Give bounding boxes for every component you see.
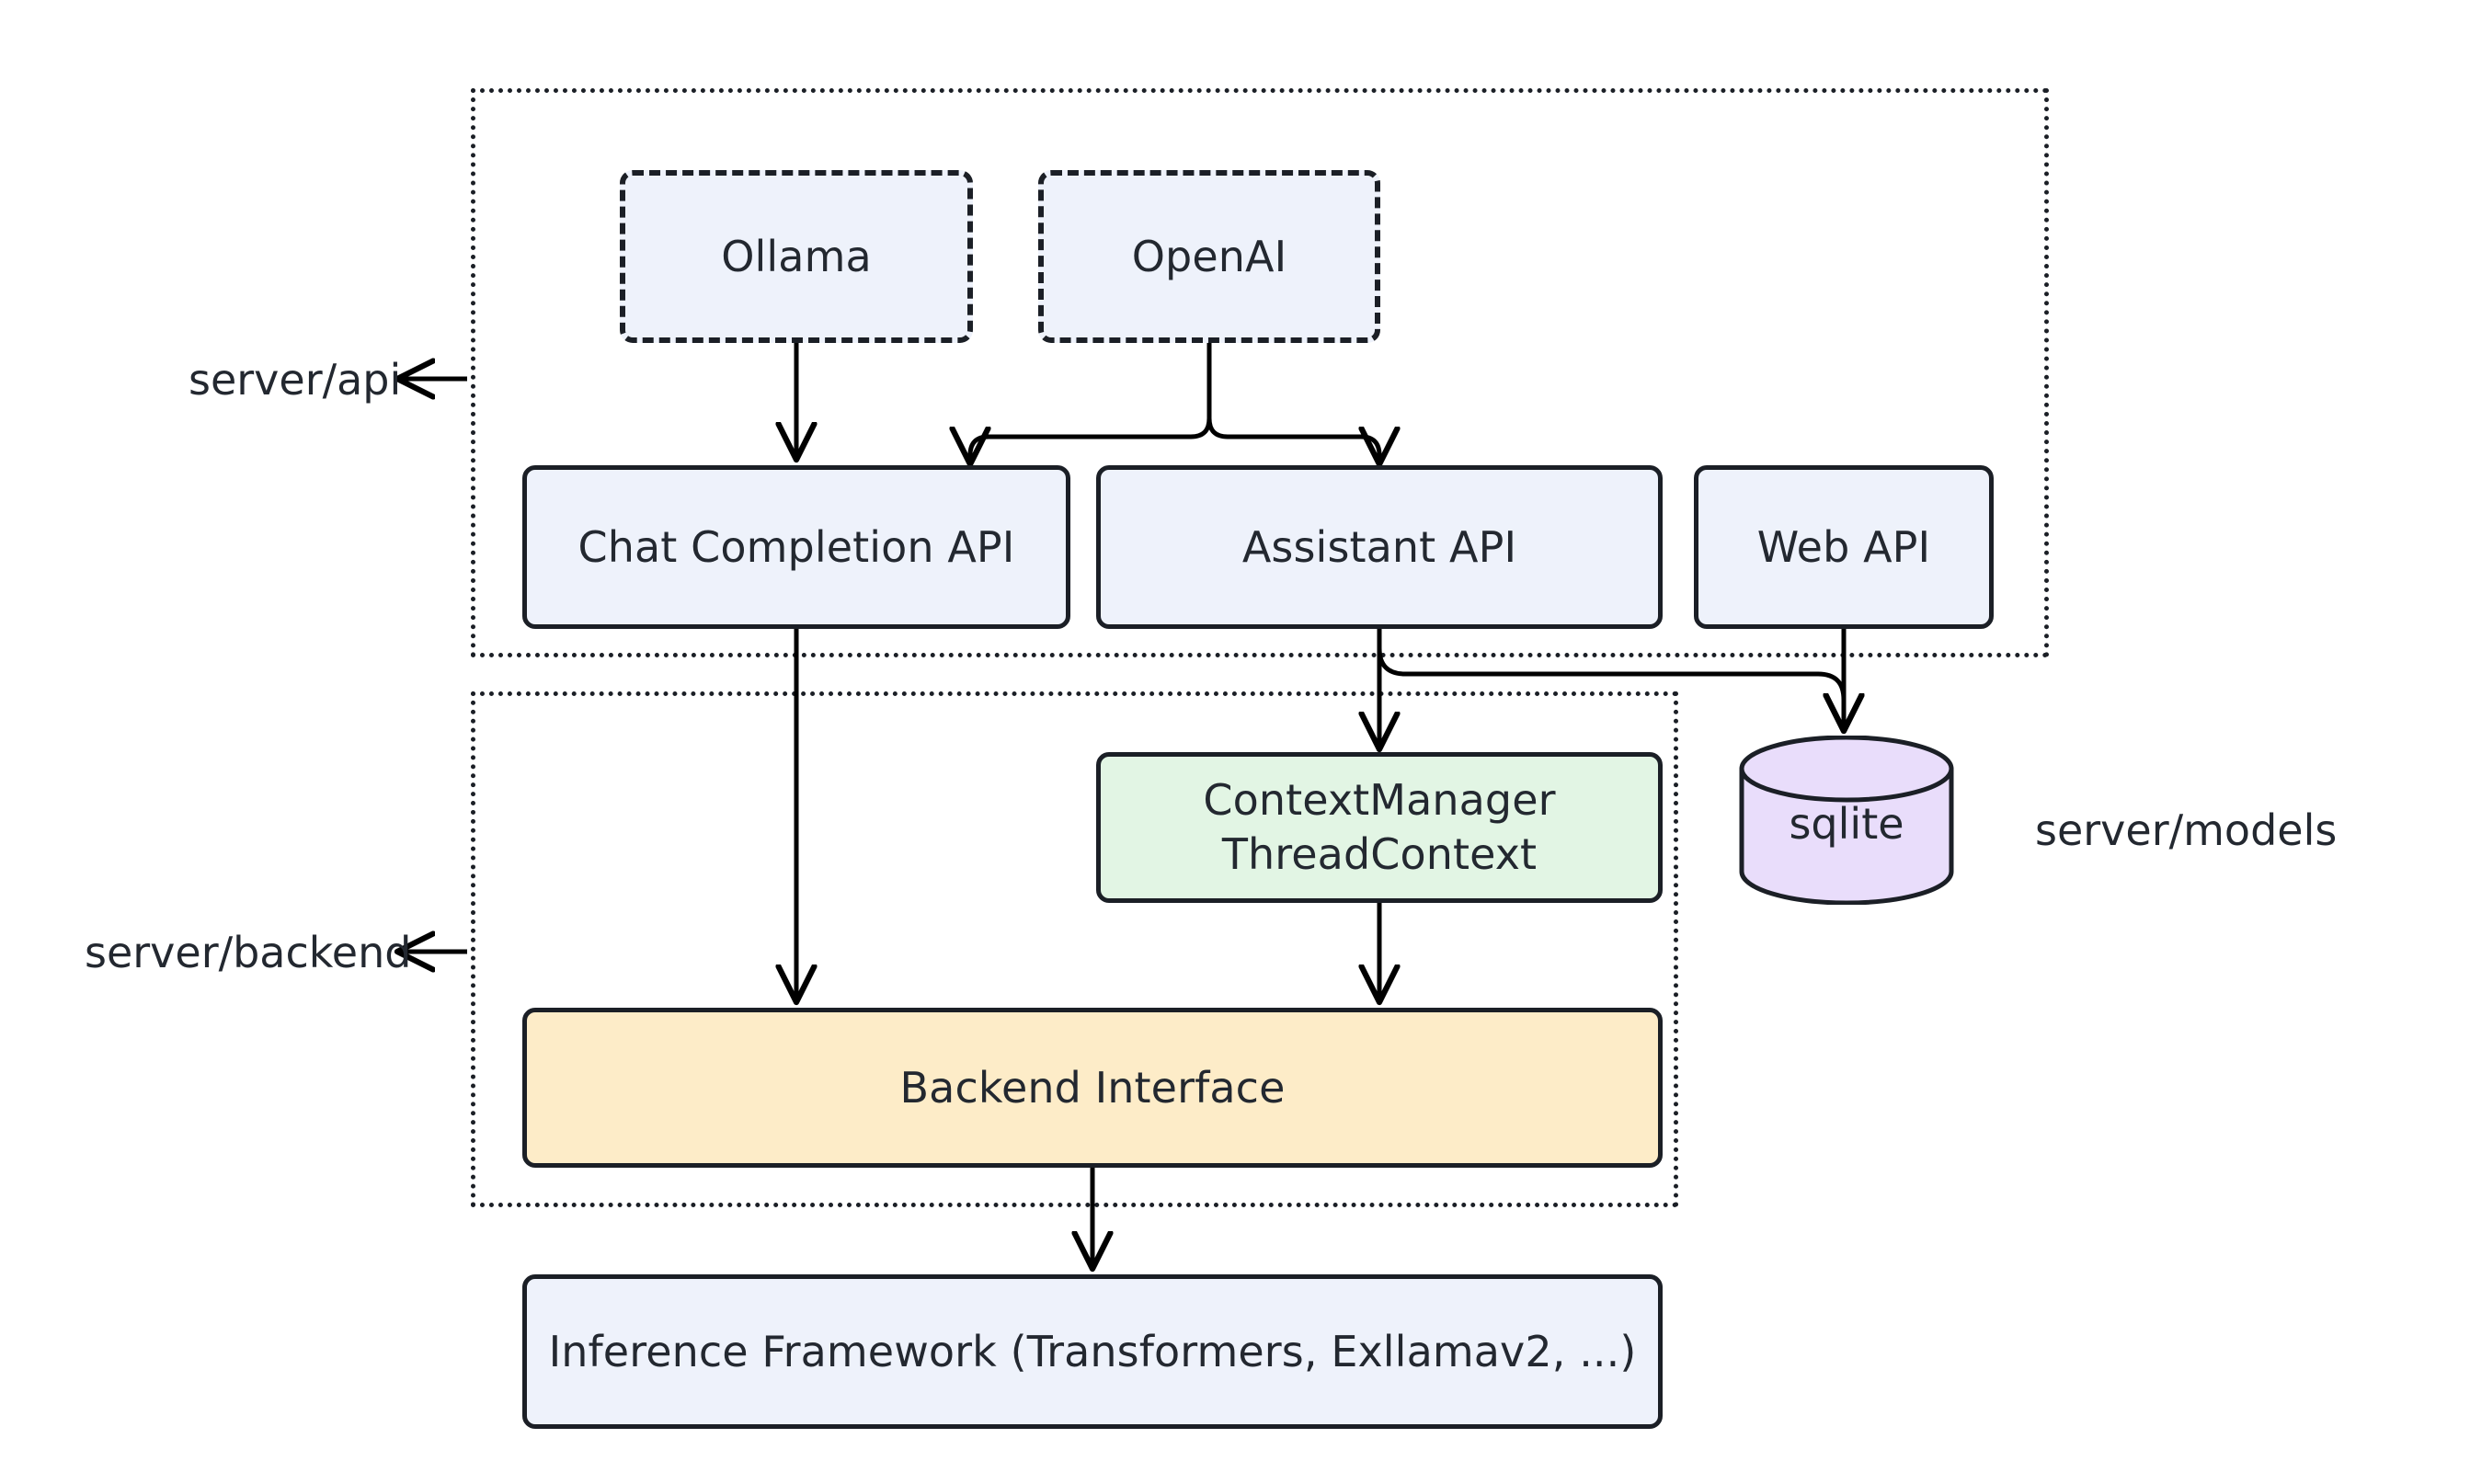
group-server-backend <box>471 691 1678 1207</box>
annotation-server-backend: server/backend <box>85 931 411 974</box>
node-backend-interface-label: Backend Interface <box>899 1062 1286 1113</box>
node-assistant-api[interactable]: Assistant API <box>1096 465 1663 629</box>
node-web-api[interactable]: Web API <box>1694 465 1994 629</box>
node-chat-completion-api-label: Chat Completion API <box>577 521 1015 572</box>
sqlite-cylinder-icon <box>1739 735 1954 906</box>
node-openai-label: OpenAI <box>1131 231 1287 281</box>
node-context-manager[interactable]: ContextManager ThreadContext <box>1096 752 1663 903</box>
node-inference-framework-label: Inference Framework (Transformers, Exlla… <box>548 1326 1637 1376</box>
annotation-server-models-text: server/models <box>2035 805 2338 855</box>
node-openai[interactable]: OpenAI <box>1038 170 1380 343</box>
group-server-api <box>471 88 2049 657</box>
node-ollama-label: Ollama <box>721 231 872 281</box>
node-assistant-api-label: Assistant API <box>1241 521 1517 572</box>
node-ollama[interactable]: Ollama <box>620 170 973 343</box>
annotation-server-api-text: server/api <box>189 355 402 405</box>
annotation-server-models: server/models <box>2035 809 2337 851</box>
node-backend-interface[interactable]: Backend Interface <box>522 1008 1663 1168</box>
annotation-server-backend-text: server/backend <box>85 928 412 977</box>
node-sqlite[interactable]: sqlite <box>1736 735 1957 906</box>
annotation-server-api: server/api <box>189 359 401 401</box>
node-inference-framework[interactable]: Inference Framework (Transformers, Exlla… <box>522 1274 1663 1429</box>
node-web-api-label: Web API <box>1756 521 1931 572</box>
node-context-manager-label: ContextManager ThreadContext <box>1203 775 1556 879</box>
node-chat-completion-api[interactable]: Chat Completion API <box>522 465 1070 629</box>
